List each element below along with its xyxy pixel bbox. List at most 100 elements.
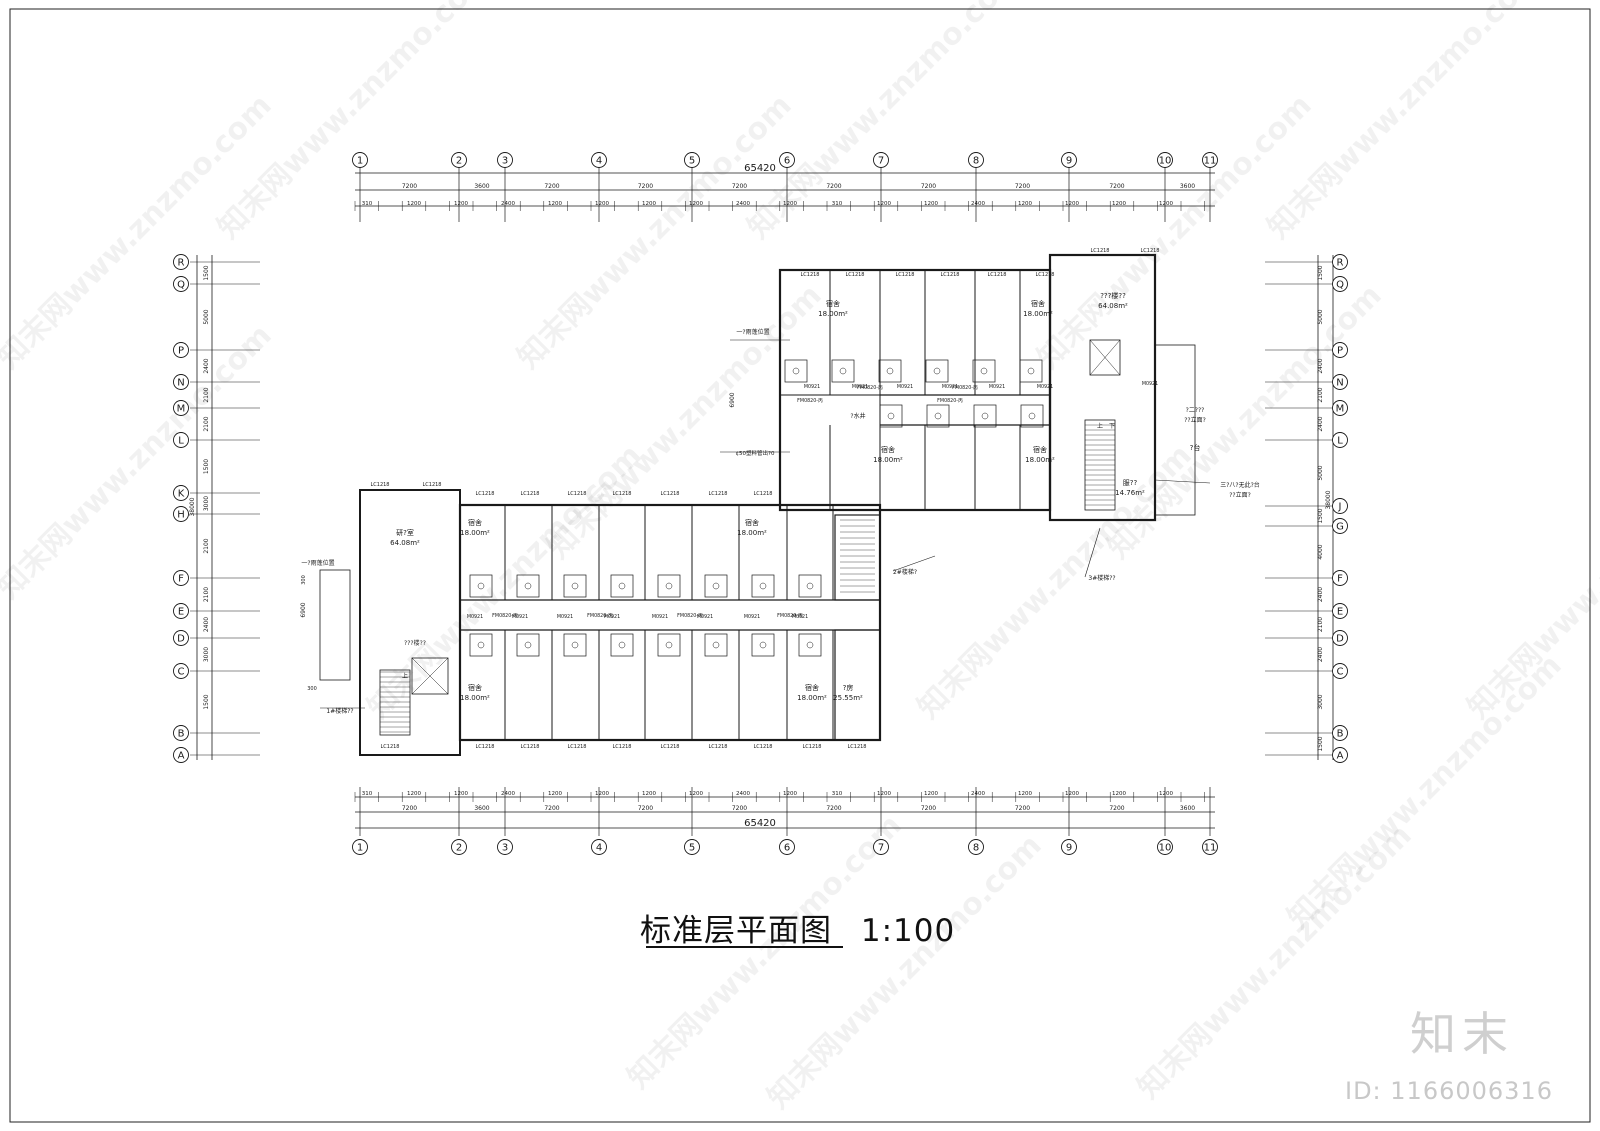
axis-bot-5-circle (684, 839, 700, 855)
window-label: LC1218 (520, 491, 539, 497)
bath-pod (926, 404, 950, 428)
elevator-east (1089, 339, 1121, 376)
brand-logo: 知末 (1410, 1007, 1514, 1061)
room-name: 宿舍 (1033, 445, 1047, 454)
axis-left-B-circle (173, 725, 189, 741)
door-label: M0921 (697, 614, 713, 620)
dim-left: 2100 (203, 416, 210, 431)
dim-right: 1500 (1317, 265, 1324, 280)
dim-300: 300 (301, 575, 307, 585)
axis-right-F-label: F (1337, 574, 1343, 585)
dim-left: 2400 (203, 617, 210, 632)
dim-left: 1500 (203, 694, 210, 709)
drawing-title-text: 标准层平面图 (640, 913, 832, 949)
dim-left: 2400 (203, 358, 210, 373)
axis-top-7-label: 7 (878, 156, 884, 167)
facade-label-2: ??立面? (1184, 416, 1206, 424)
axis-left-M-label: M (177, 404, 186, 415)
toilet-icon (839, 367, 847, 375)
dim-right: 2100 (1317, 387, 1324, 402)
dim-sub-top: 1200 (548, 201, 562, 207)
axis-top-3-circle (497, 152, 513, 168)
dim-span-top: 7200 (732, 183, 747, 190)
axis-right-G-label: G (1336, 522, 1344, 533)
bath-pod (469, 574, 493, 598)
room-area: 18.00m² (460, 529, 490, 537)
window-label: LC1218 (370, 482, 389, 488)
room-area: 18.00m² (737, 529, 767, 537)
well-label: ?水井 (850, 412, 865, 420)
facade-label-1: ?二??? (1186, 407, 1205, 414)
bath-pod (798, 574, 822, 598)
toilet-icon (934, 412, 942, 420)
bath-pod (798, 633, 822, 657)
axis-bot-3-label: 3 (502, 843, 508, 854)
room-area: 18.00m² (873, 456, 903, 464)
axis-right-G-circle (1332, 518, 1348, 534)
axis-left-N-label: N (177, 378, 184, 389)
axis-bot-11-circle (1202, 839, 1218, 855)
dim-left-total: 38000 (189, 497, 196, 516)
bath-pod (751, 574, 775, 598)
toilet-icon (571, 582, 579, 590)
axis-left-M-circle (173, 400, 189, 416)
bath-pod (925, 359, 949, 383)
canopy-west (319, 569, 351, 681)
window-label: LC1218 (1140, 248, 1159, 254)
bath-pod (704, 574, 728, 598)
window-label: LC1218 (708, 744, 727, 750)
axis-left-K-label: K (178, 489, 185, 500)
bath-pod (657, 574, 681, 598)
pipe-label: ¢50塑料管出?0 (736, 449, 775, 457)
bath-pod (878, 359, 902, 383)
axis-left-A-circle (173, 747, 189, 763)
bath-pod (563, 633, 587, 657)
bath-pod (516, 633, 540, 657)
axis-right-Q-circle (1332, 276, 1348, 292)
axis-bot-1-label: 1 (357, 843, 363, 854)
axis-bot-4-circle (591, 839, 607, 855)
axis-bot-7-label: 7 (878, 843, 884, 854)
axis-right-D-circle (1332, 630, 1348, 646)
room-area: 18.00m² (460, 694, 490, 702)
watermark-text: 知末网www.znzmo.com (761, 828, 1049, 1116)
toilet-icon (618, 641, 626, 649)
door-label: M0921 (467, 614, 483, 620)
door-label: M0921 (652, 614, 668, 620)
dim-sub-bot: 1200 (642, 791, 656, 797)
axis-right-M-label: M (1336, 404, 1345, 415)
dim-span-top: 7200 (826, 183, 841, 190)
watermark-text: 知末网www.znzmo.com (1281, 648, 1569, 936)
axis-bot-3-circle (497, 839, 513, 855)
window-label: LC1218 (1035, 272, 1054, 278)
room-name: 宿舍 (1031, 299, 1045, 308)
axis-left-C-circle (173, 663, 189, 679)
axis-top-11-circle (1202, 152, 1218, 168)
axis-right-F-circle (1332, 570, 1348, 586)
dim-sub-bot: 1200 (1159, 791, 1173, 797)
fire-door-label: FM0820-丙 (952, 385, 978, 391)
toilet-icon (571, 641, 579, 649)
window-label: LC1218 (802, 744, 821, 750)
axis-right-N-label: N (1336, 378, 1343, 389)
window-label: LC1218 (845, 272, 864, 278)
dim-right: 2400 (1317, 587, 1324, 602)
window-label: LC1218 (612, 491, 631, 497)
dim-span-bot: 7200 (544, 805, 559, 812)
dim-300b: 300 (307, 686, 317, 692)
axis-left-D-circle (173, 630, 189, 646)
axis-left-H-label: H (177, 510, 185, 521)
dim-6900: 6900 (300, 602, 307, 617)
room-area: 14.76m² (1115, 489, 1145, 497)
dim-right: 3000 (1317, 694, 1324, 709)
room-area: 64.08m² (1098, 302, 1128, 310)
fire-door-label: FM0820-丙 (492, 613, 518, 619)
dim-span-top: 3600 (474, 183, 489, 190)
window-label: LC1218 (380, 744, 399, 750)
door-label: M0921 (897, 384, 913, 390)
dim-left: 2100 (203, 587, 210, 602)
axis-bot-8-label: 8 (973, 843, 979, 854)
window-label: LC1218 (567, 744, 586, 750)
axis-left-R-circle (173, 254, 189, 270)
